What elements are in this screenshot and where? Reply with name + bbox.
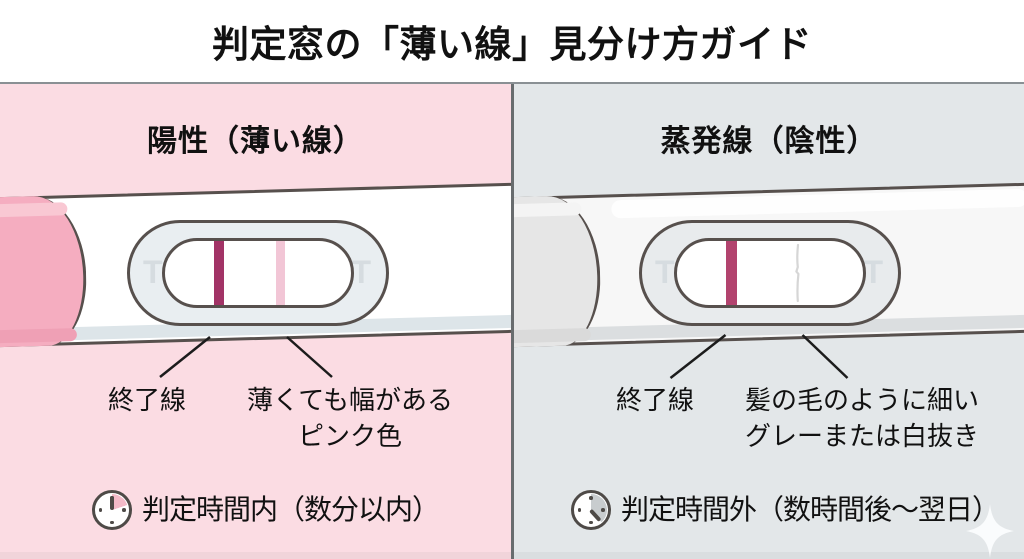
faint-pink-test-line [276, 241, 285, 305]
panel-positive: 陽性（薄い線） T T 終了線 [0, 84, 511, 559]
t-marker-right: T [863, 253, 883, 290]
t-marker-left: T [655, 253, 675, 290]
test-window: T T [639, 220, 901, 326]
t-marker-right: T [351, 253, 371, 290]
evaporation-line [795, 243, 800, 303]
result-line-label: 髪の毛のように細い グレーまたは白抜き [736, 382, 988, 454]
result-line-label-line2: グレーまたは白抜き [744, 421, 979, 451]
control-line-label: 終了線 [615, 385, 694, 415]
stick-highlight [611, 188, 1024, 219]
result-line-label-line1: 薄くても幅がある [247, 385, 453, 415]
result-line-label-line2: ピンク色 [297, 421, 402, 451]
panel-divider [511, 84, 514, 559]
page-title: 判定窓の「薄い線」見分け方ガイド [212, 24, 812, 65]
cap-highlight [0, 202, 68, 218]
sparkle-icon [966, 504, 1014, 558]
clock-icon [571, 490, 611, 530]
timing-row: 判定時間内（数分以内） [92, 490, 440, 530]
stick-cap [514, 194, 603, 348]
t-marker-left: T [143, 253, 163, 290]
timing-note: 判定時間内（数分以内） [142, 494, 440, 525]
test-window-inner [162, 238, 354, 308]
clock-icon [92, 490, 132, 530]
test-window-inner [674, 238, 866, 308]
result-line-label-line1: 髪の毛のように細い [744, 385, 979, 415]
control-line [726, 241, 737, 305]
stick-cap [0, 194, 89, 348]
pointer-lines [669, 334, 849, 379]
test-window: T T [127, 220, 389, 326]
timing-row: 判定時間外（数時間後〜翌日） [571, 490, 1000, 530]
clock-hand [110, 496, 114, 510]
panel-positive-header: 陽性（薄い線） [147, 125, 364, 158]
panel-evaporation-header: 蒸発線（陰性） [660, 125, 878, 158]
title-bar: 判定窓の「薄い線」見分け方ガイド [0, 0, 1024, 82]
cap-highlight [514, 202, 582, 218]
pointer-lines [159, 336, 333, 378]
comparison-panels: 陽性（薄い線） T T 終了線 [0, 82, 1024, 559]
panel-evaporation: 蒸発線（陰性） T T [514, 84, 1024, 559]
timing-note: 判定時間外（数時間後〜翌日） [621, 494, 1000, 525]
control-line-label: 終了線 [107, 385, 186, 415]
control-line [214, 241, 224, 305]
result-line-label: 薄くても幅がある ピンク色 [235, 382, 465, 454]
